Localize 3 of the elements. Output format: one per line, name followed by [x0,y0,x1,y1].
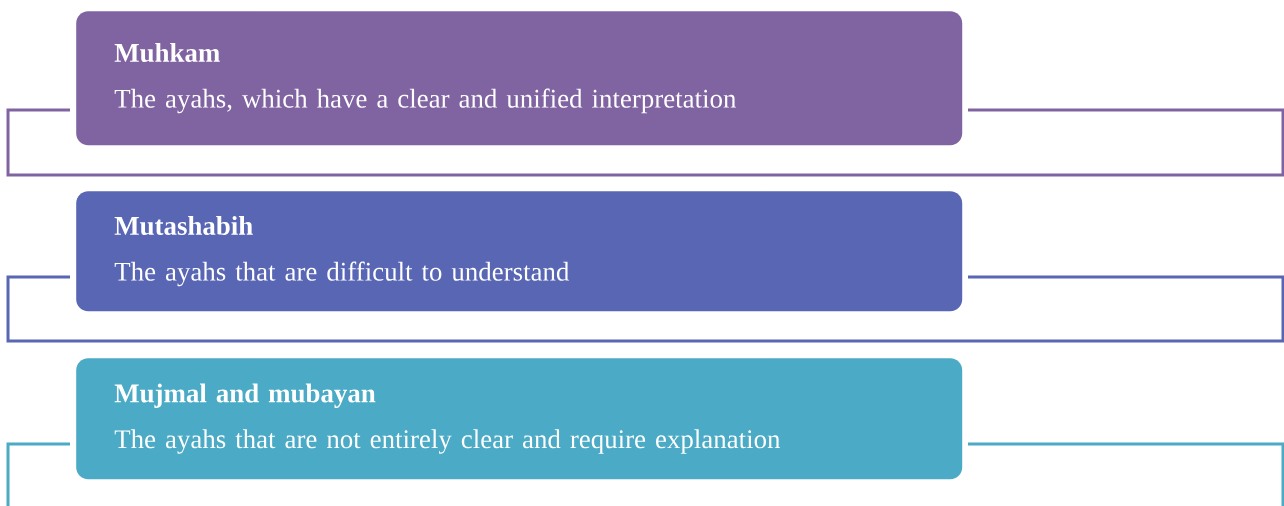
category-box: Mutashabih The ayahs that are difficult to understand [76,191,963,312]
category-box: Muhkam The ayahs, which have a clear and unified interpretation [76,11,963,146]
category-box: Mujmal and mubayan The ayahs that are not entirely clear and require explanation [76,358,963,480]
